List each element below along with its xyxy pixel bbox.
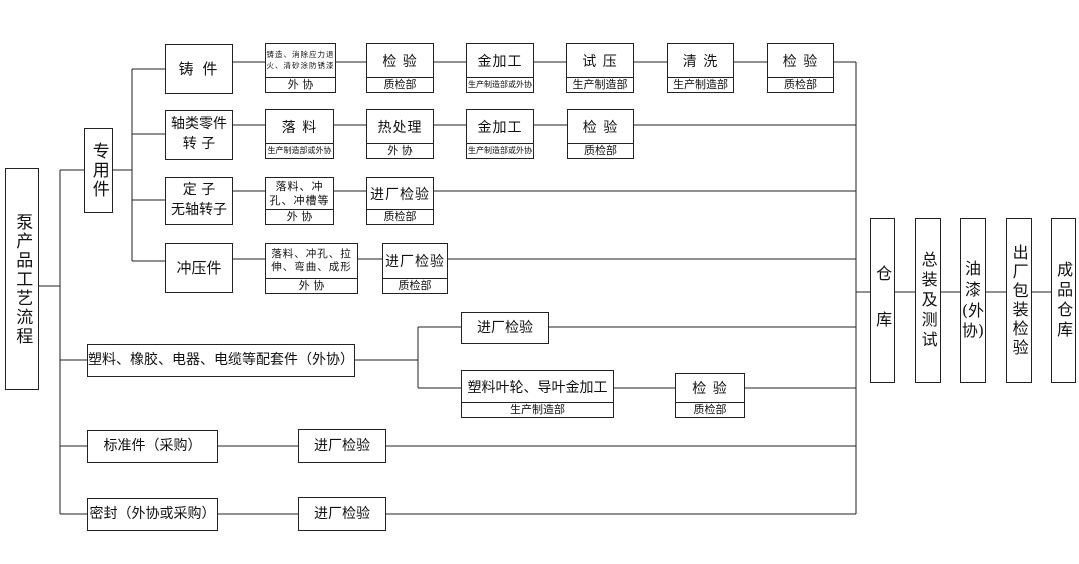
casting-step-foundry-dept: 外 协 (266, 77, 335, 92)
seal-incoming-inspect-box: 进厂检验 (298, 497, 386, 531)
casting-step-pressure-test: 试 压 生产制造部 (566, 43, 634, 93)
stator-label-line2: 无轴转子 (171, 202, 227, 218)
casting-step-inspect-2-text: 检 验 (782, 53, 819, 70)
casting-step-foundry-text: 铸造、消除应力退火、清砂涂防锈漆 (266, 50, 335, 70)
impeller-inspect-box: 检 验 质检部 (675, 373, 745, 418)
finished-goods-store-box: 成品仓库 (1051, 218, 1076, 383)
casting-label-box: 铸 件 (165, 44, 233, 94)
shaft-label-line2: 转 子 (182, 136, 216, 152)
standard-parts-label: 标准件（采购） (103, 438, 202, 455)
casting-step-cleaning-dept: 生产制造部 (668, 77, 733, 92)
shaft-step-machining-dept: 生产制造部或外协 (467, 143, 533, 158)
shaft-step-blanking-dept: 生产制造部或外协 (266, 143, 333, 158)
impeller-inspect-text: 检 验 (692, 381, 728, 397)
shaft-step-machining-text: 金加工 (477, 119, 523, 136)
seal-box: 密封（外协或采购） (87, 498, 218, 531)
packing-inspect-box: 出厂包装检验 (1006, 218, 1032, 383)
casting-step-inspect-1-dept: 质检部 (367, 77, 433, 92)
stamping-label-box: 冲压件 (165, 243, 233, 293)
casting-step-inspect-2-dept: 质检部 (768, 77, 833, 92)
casting-label: 铸 件 (178, 60, 220, 78)
packing-inspect-label: 出厂包装检验 (1009, 243, 1029, 358)
seal-label: 密封（外协或采购） (89, 506, 216, 523)
stator-step-punching: 落料、冲孔、冲槽等 外 协 (265, 177, 334, 225)
plastic-parts-label: 塑料、橡胶、电器、电缆等配套件（外协） (88, 352, 354, 369)
warehouse-label: 仓库 (873, 264, 893, 357)
shaft-step-heat-treat-text: 热处理 (377, 119, 423, 136)
stamping-step-incoming-inspect-dept: 质检部 (383, 278, 447, 293)
stator-step-incoming-inspect: 进厂检验 质检部 (366, 177, 434, 225)
warehouse-box: 仓库 (870, 218, 895, 383)
root-process-label: 泵产品工艺流程 (12, 212, 33, 346)
stator-label-box: 定 子 无轴转子 (165, 177, 233, 225)
plastic-parts-box: 塑料、橡胶、电器、电缆等配套件（外协） (87, 344, 355, 377)
shaft-step-heat-treat-dept: 外 协 (367, 143, 433, 158)
stamping-step-incoming-inspect-text: 进厂检验 (385, 254, 445, 270)
standard-incoming-inspect-box: 进厂检验 (298, 429, 386, 463)
painting-label-3: (外 (961, 300, 985, 320)
stamping-step-forming-text: 落料、冲孔、拉伸、弯曲、成形 (271, 247, 352, 273)
impeller-inspect-dept: 质检部 (676, 402, 744, 417)
stamping-step-incoming-inspect: 进厂检验 质检部 (382, 243, 448, 294)
shaft-step-machining: 金加工 生产制造部或外协 (466, 109, 534, 159)
casting-step-foundry: 铸造、消除应力退火、清砂涂防锈漆 外 协 (265, 43, 336, 93)
shaft-label-line1: 轴类零件 (171, 116, 227, 133)
standard-incoming-inspect-label: 进厂检验 (314, 437, 370, 454)
assembly-test-label: 总装及测试 (918, 250, 938, 351)
special-parts-label: 专用件 (88, 142, 109, 199)
painting-label-1: 油 (964, 258, 981, 278)
assembly-test-box: 总装及测试 (915, 218, 941, 383)
stator-step-incoming-inspect-dept: 质检部 (367, 209, 433, 224)
impeller-machining-text: 塑料叶轮、导叶金加工 (467, 379, 608, 396)
casting-step-inspect-1: 检 验 质检部 (366, 43, 434, 93)
casting-step-pressure-test-text: 试 压 (582, 53, 618, 70)
shaft-step-inspect-dept: 质检部 (568, 143, 633, 158)
shaft-step-blanking: 落 料 生产制造部或外协 (265, 109, 334, 159)
standard-parts-box: 标准件（采购） (87, 430, 218, 463)
special-parts-box: 专用件 (84, 128, 113, 213)
painting-label-4: 协) (961, 321, 985, 341)
stamping-label: 冲压件 (176, 259, 222, 277)
stator-step-punching-text: 落料、冲孔、冲槽等 (269, 179, 330, 207)
stator-label-line1: 定 子 (182, 182, 216, 199)
impeller-machining-box: 塑料叶轮、导叶金加工 生产制造部 (461, 370, 614, 418)
seal-incoming-inspect-label: 进厂检验 (314, 505, 370, 522)
painting-label-2: 漆 (964, 279, 981, 299)
casting-step-machining: 金加工 生产制造部或外协 (466, 43, 534, 93)
casting-step-machining-text: 金加工 (477, 53, 523, 70)
shaft-step-inspect: 检 验 质检部 (567, 109, 634, 159)
impeller-machining-dept: 生产制造部 (462, 402, 613, 417)
shaft-step-blanking-text: 落 料 (281, 119, 318, 136)
stator-step-punching-dept: 外 协 (266, 209, 333, 224)
shaft-step-heat-treat: 热处理 外 协 (366, 109, 434, 159)
finished-goods-store-label: 成品仓库 (1054, 260, 1074, 341)
root-process-box: 泵产品工艺流程 (5, 168, 39, 390)
casting-step-cleaning: 清 洗 生产制造部 (667, 43, 734, 93)
stamping-step-forming-dept: 外 协 (266, 278, 357, 293)
painting-box: 油 漆 (外 协) (960, 218, 986, 383)
shaft-label-box: 轴类零件 转 子 (165, 110, 233, 160)
casting-step-pressure-test-dept: 生产制造部 (567, 77, 633, 92)
shaft-step-inspect-text: 检 验 (582, 119, 619, 136)
casting-step-inspect-2: 检 验 质检部 (767, 43, 834, 93)
casting-step-machining-dept: 生产制造部或外协 (467, 77, 533, 92)
stamping-step-forming: 落料、冲孔、拉伸、弯曲、成形 外 协 (265, 243, 358, 294)
plastic-incoming-inspect-label: 进厂检验 (477, 319, 533, 336)
casting-step-cleaning-text: 清 洗 (682, 53, 719, 70)
stator-step-incoming-inspect-text: 进厂检验 (370, 186, 430, 203)
casting-step-inspect-1-text: 检 验 (382, 53, 418, 70)
plastic-incoming-inspect-box: 进厂检验 (461, 312, 549, 344)
